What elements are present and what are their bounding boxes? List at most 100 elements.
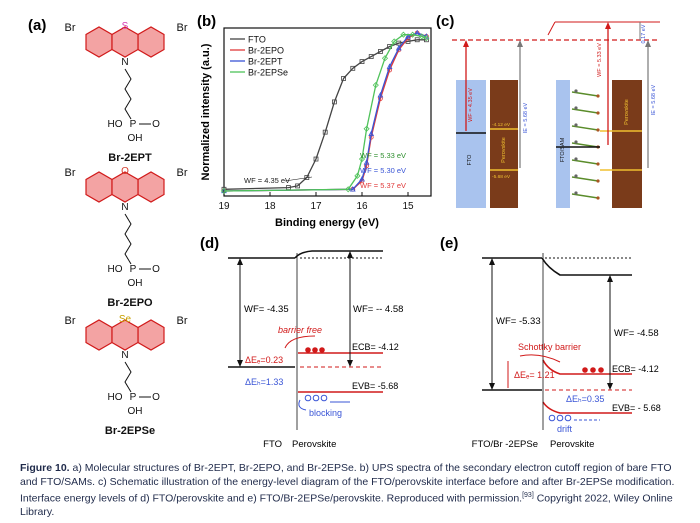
bromine-left-label: Br xyxy=(65,22,76,34)
ie-label-right: IE = 5.68 eV xyxy=(651,84,657,115)
hole-1-d xyxy=(304,394,312,402)
hydroxyl-left-label: HO xyxy=(108,119,123,130)
data-point xyxy=(409,31,416,38)
data-point xyxy=(295,183,301,189)
benzene-ring-right xyxy=(137,319,165,351)
central-ring xyxy=(111,26,139,58)
data-point xyxy=(358,155,366,163)
data-point xyxy=(363,125,370,132)
data-point xyxy=(221,186,227,192)
data-point xyxy=(331,99,337,105)
sam-chain xyxy=(571,159,599,165)
legend-entry: Br-2EPO xyxy=(248,46,284,56)
ecb-e xyxy=(542,359,632,375)
phosphorus-label: P xyxy=(130,264,137,275)
wf-right-e: WF= -4.58 xyxy=(614,328,659,339)
data-point xyxy=(395,44,402,51)
delta-ee-e: ΔEₑ= 1.21 xyxy=(514,370,555,380)
data-point xyxy=(368,130,375,137)
hole-2-d xyxy=(312,394,320,402)
heteroatom-label: S xyxy=(122,21,129,32)
vacuum-right-d xyxy=(294,250,383,259)
benzene-ring-right xyxy=(137,171,165,203)
ie-arrowhead-left xyxy=(517,40,523,47)
data-point xyxy=(349,186,356,192)
schottky-arrow xyxy=(519,354,561,363)
panel-e: (e) WF= -5.33 WF= -4.58 Schottky barrier… xyxy=(440,235,661,450)
electron-2-e xyxy=(590,367,596,373)
schottky-label: Schottky barrier xyxy=(518,342,581,352)
perov-label-right: Perovskite xyxy=(624,99,630,125)
data-point xyxy=(350,65,356,71)
x-tick-label: 16 xyxy=(356,201,368,212)
caption-text: a) Molecular structures of Br-2EPT, Br-2… xyxy=(20,462,675,505)
panel-d-label: (d) xyxy=(200,235,219,252)
data-point xyxy=(414,29,421,36)
sam-head xyxy=(596,94,600,98)
sam-chain xyxy=(571,176,599,182)
fto-sam-block xyxy=(556,80,570,208)
sam-anchor xyxy=(574,89,578,93)
evb-label-e: EVB= - 5.68 xyxy=(612,403,661,413)
series-line-fto xyxy=(223,39,427,190)
bromine-right-label: Br xyxy=(177,315,188,327)
data-point xyxy=(220,187,228,195)
wf-head4-d xyxy=(347,360,353,367)
molecule-name: Br-2EPSe xyxy=(105,425,155,437)
delta-ee-d: ΔEₑ=0.23 xyxy=(245,355,283,365)
vb-value-left: -5.68 eV xyxy=(492,174,511,180)
evb-e xyxy=(542,401,632,414)
benzene-ring-left xyxy=(85,319,113,351)
wf-label-left: WF = 4.35 eV xyxy=(468,88,474,122)
perov-x-label-d: Perovskite xyxy=(292,439,336,450)
hole-2-e xyxy=(556,414,564,422)
nitrogen-label: N xyxy=(121,202,128,213)
sam-anchor xyxy=(574,106,578,110)
bromine-left-label: Br xyxy=(65,315,76,327)
heteroatom-label: Se xyxy=(119,314,132,325)
wf-left-d: WF= -4.35 xyxy=(244,304,289,315)
drift-label: drift xyxy=(557,424,573,434)
sam-x-label-e: FTO/Br -2EPSe xyxy=(472,439,538,450)
x-tick-label: 19 xyxy=(218,201,230,212)
wf-right-d: WF= -- 4.58 xyxy=(353,304,403,315)
phosphorus-label: P xyxy=(130,119,137,130)
data-point xyxy=(313,156,319,162)
blocking-curve xyxy=(298,399,307,411)
sam-anchor xyxy=(574,191,578,195)
data-point xyxy=(391,38,398,45)
hole-3-e xyxy=(564,414,572,422)
data-point xyxy=(405,33,411,39)
fto-block xyxy=(456,80,486,208)
wf-head4-e xyxy=(607,383,613,390)
delta-eh-e: ΔEₕ=0.35 xyxy=(566,394,604,404)
annotation-wf-br2epo: WF = 5.37 eV xyxy=(360,181,406,190)
data-point xyxy=(418,33,425,40)
data-point xyxy=(414,37,420,43)
data-point xyxy=(377,91,384,98)
sam-head xyxy=(596,128,600,132)
x-axis-label: Binding energy (eV) xyxy=(275,217,379,229)
data-point xyxy=(423,35,430,42)
data-point xyxy=(368,54,374,59)
x-tick-label: 15 xyxy=(402,201,414,212)
sam-chain xyxy=(571,91,599,97)
wf-arrowhead-right xyxy=(605,22,611,29)
sam-chain xyxy=(571,125,599,131)
caption-label: Figure 10. xyxy=(20,462,70,474)
annotation-leader xyxy=(284,176,313,182)
panel-c: (c) WF = 4.35 eV IE = 5.68 eV FTO Perovs… xyxy=(436,13,660,208)
nitrogen-label: N xyxy=(121,57,128,68)
bromine-left-label: Br xyxy=(65,167,76,179)
wf-arrowhead-left xyxy=(463,40,469,47)
wf-left-e: WF= -5.33 xyxy=(496,316,541,327)
wf-head2-e xyxy=(489,383,495,390)
phosphorus-label: P xyxy=(130,392,137,403)
sam-head xyxy=(596,179,600,183)
hydroxyl-left-label: HO xyxy=(108,392,123,403)
ecb-label-e: ECB= -4.12 xyxy=(612,364,659,374)
panel-d: (d) WF= -4.35 WF= -- 4.58 barrier free Δ… xyxy=(200,235,403,450)
